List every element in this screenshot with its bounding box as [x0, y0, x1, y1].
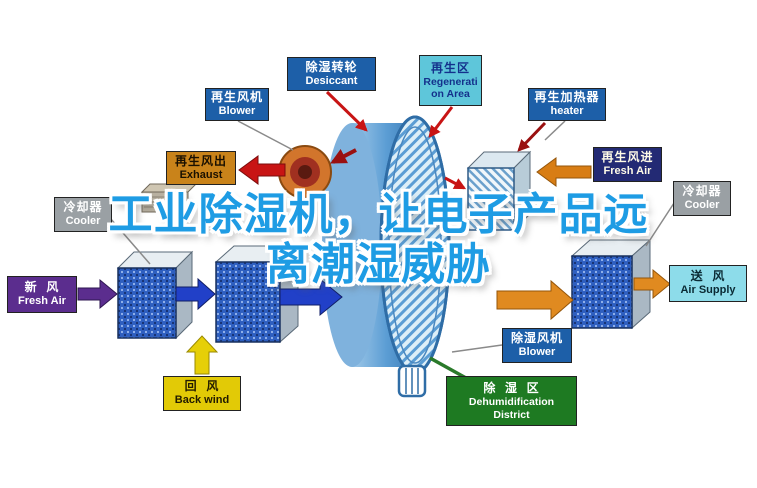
regen-fresh-air-label-en: Fresh Air — [603, 165, 652, 178]
return-air-arrow — [185, 335, 219, 375]
air-supply-label: 送 风 Air Supply — [669, 265, 747, 302]
dehumid-district-label: 除 湿 区 Dehumidification District — [446, 376, 577, 426]
regen-fresh-air-label: 再生风进 Fresh Air — [593, 147, 662, 182]
dehumid-blower-label: 除湿风机 Blower — [502, 328, 572, 363]
exhaust-label-en: Exhaust — [179, 168, 223, 181]
regeneration-area-label-en2: on Area — [431, 88, 470, 100]
back-wind-label: 回 风 Back wind — [163, 376, 241, 411]
regen-fresh-air-label-zh: 再生风进 — [601, 150, 654, 165]
back-wind-label-zh: 回 风 — [184, 379, 220, 394]
dehumid-district-label-en1: Dehumidification — [468, 396, 555, 409]
cooler-right-label-en: Cooler — [684, 199, 720, 212]
regeneration-area-label: 再生区 Regenerati on Area — [419, 55, 482, 106]
fresh-air-label-en: Fresh Air — [18, 295, 66, 308]
process-air-arrow-1 — [175, 277, 216, 311]
fresh-air-inlet-arrow — [77, 278, 118, 310]
process-air-arrow-2 — [279, 277, 343, 317]
rotor-to-fan-arrow — [330, 148, 357, 164]
duct-elbow — [397, 364, 427, 398]
regen-air-in-arrow — [536, 157, 592, 187]
regen-area-pointer-arrow — [428, 106, 454, 138]
cooler-right-label-zh: 冷却器 — [682, 184, 722, 199]
cooler-left-label: 冷却器 Cooler — [54, 197, 112, 232]
cooler-left-label-en: Cooler — [65, 215, 101, 228]
regen-heater-label-en: heater — [550, 105, 584, 118]
exhaust-label: 再生风出 Exhaust — [166, 151, 236, 185]
regen-heater-label: 再生加热器 heater — [528, 88, 606, 121]
back-wind-label-en: Back wind — [174, 394, 230, 407]
fresh-air-label-zh: 新 风 — [24, 280, 60, 295]
exhaust-label-zh: 再生风出 — [174, 153, 227, 168]
regen-blower-label-zh: 再生风机 — [210, 90, 263, 105]
district-pointer-line — [429, 356, 467, 380]
regeneration-area-label-zh: 再生区 — [430, 60, 470, 75]
regen-heater-label-zh: 再生加热器 — [534, 90, 600, 105]
heater-pointer-arrow — [517, 121, 547, 152]
fresh-air-label: 新 风 Fresh Air — [7, 276, 77, 313]
regeneration-sector-unit — [466, 150, 532, 232]
desiccant-pointer-arrow — [325, 90, 368, 132]
supply-air-arrow — [633, 268, 671, 300]
dry-air-arrow — [496, 279, 574, 321]
dehumid-blower-label-en: Blower — [518, 346, 556, 359]
exhaust-air-arrow — [238, 155, 286, 185]
regen-blower-label-en: Blower — [218, 105, 256, 118]
ahu-right-unit — [570, 238, 652, 330]
rotor-wheel — [322, 115, 451, 375]
ahu-left-unit — [116, 250, 194, 340]
desiccant-label-zh: 除湿转轮 — [305, 59, 358, 74]
desiccant-label-en: Desiccant — [305, 74, 358, 87]
dehumid-district-label-en2: District — [493, 408, 530, 421]
regen-blower-label: 再生风机 Blower — [205, 88, 269, 121]
air-supply-label-en: Air Supply — [680, 284, 736, 297]
regeneration-area-label-en1: Regenerati — [423, 75, 478, 88]
air-supply-label-zh: 送 风 — [690, 269, 726, 284]
cooler-right-label: 冷却器 Cooler — [673, 181, 731, 216]
dehumid-district-label-zh: 除 湿 区 — [483, 381, 540, 396]
regen-fan-icon — [278, 145, 332, 199]
regen-flow-arrow — [444, 176, 467, 190]
desiccant-label: 除湿转轮 Desiccant — [287, 57, 376, 91]
cooler-left-label-zh: 冷却器 — [63, 200, 103, 215]
heat-exchanger-box — [140, 183, 198, 213]
dehumid-blower-label-zh: 除湿风机 — [510, 331, 563, 346]
connector-lines — [109, 120, 677, 353]
